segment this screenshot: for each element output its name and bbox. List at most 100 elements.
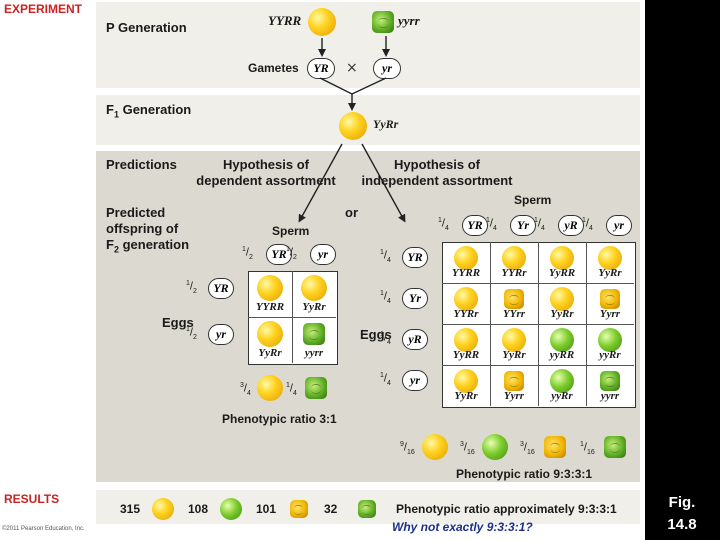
independent-cell-pea-yellow-wrinkled [504,371,524,391]
predictions-title: Predictions [106,157,177,172]
independent-egg-gamete: yR [402,329,428,350]
hyp-dependent-line2: dependent assortment [196,173,336,189]
independent-cell-genotype: Yyrr [588,308,632,320]
dependent-egg-fraction: 1/2 [186,326,197,341]
independent-cell-genotype: YyRr [540,308,584,320]
results-count: 315 [120,502,140,516]
independent-sperm-fraction: 1/4 [534,217,545,232]
fraction-denominator: 4 [589,225,593,232]
results-pea-yellow-wrinkled [290,500,308,518]
independent-cell-pea-green-wrinkled [600,371,620,391]
fraction-denominator: 4 [387,338,391,345]
dependent-egg-gamete: YR [208,278,234,299]
predicted-line2: offspring of [106,221,189,237]
fraction-denominator: 4 [387,379,391,386]
independent-sperm-gamete: yR [558,215,584,236]
independent-sperm-fraction: 1/4 [438,217,449,232]
grid-divider [442,324,634,325]
dependent-cell-genotype: YYRR [248,301,292,313]
dependent-sperm-gamete: yr [310,244,336,265]
independent-summary-pea-green-round [482,434,508,460]
independent-sperm-fraction: 1/4 [486,217,497,232]
predicted-offspring-label: Predicted offspring of F2 generation [106,205,189,258]
dependent-egg-gamete: yr [208,324,234,345]
independent-summary-fraction: 1/16 [580,441,595,456]
independent-cell-genotype: yyRr [540,390,584,402]
fraction-denominator: 4 [247,390,251,397]
grid-divider [586,242,587,406]
predicted-line3-rest: generation [119,237,189,252]
results-count: 32 [324,502,337,516]
results-question: Why not exactly 9:3:3:1? [392,520,533,534]
fraction-denominator: 2 [293,254,297,261]
independent-cell-genotype: YyRR [540,267,584,279]
dependent-sperm-fraction: 1/2 [286,246,297,261]
independent-cell-genotype: YYRr [492,267,536,279]
independent-egg-fraction: 1/4 [380,290,391,305]
results-pea-yellow-round [152,498,174,520]
results-ratio-text: Phenotypic ratio approximately 9:3:3:1 [396,502,617,516]
dependent-egg-fraction: 1/2 [186,280,197,295]
hyp-independent-line1: Hypothesis of [358,157,516,173]
independent-cell-genotype: YYrr [492,308,536,320]
results-pea-green-round [220,498,242,520]
fraction-denominator: 16 [587,449,595,456]
fraction-denominator: 4 [387,297,391,304]
grid-divider [248,317,336,318]
independent-cell-genotype: YYRR [444,267,488,279]
independent-cell-genotype: YyRr [588,267,632,279]
independent-cell-genotype: YyRr [492,349,536,361]
dependent-sperm-fraction: 1/2 [242,246,253,261]
results-count: 101 [256,502,276,516]
gamete-join-lines [320,78,386,94]
dependent-cell-pea-yellow-round [257,321,283,347]
independent-cell-genotype: yyrr [588,390,632,402]
dependent-summary-fraction: 1/4 [286,382,297,397]
dependent-cell-pea-yellow-round [257,275,283,301]
independent-cell-genotype: YyRR [444,349,488,361]
dependent-summary-pea-green-wrinkled [305,377,326,398]
dependent-sperm-label: Sperm [272,224,309,238]
independent-cell-genotype: yyRR [540,349,584,361]
grid-divider [442,365,634,366]
independent-summary-fraction: 3/16 [520,441,535,456]
independent-egg-fraction: 1/4 [380,249,391,264]
hypothesis-dependent: Hypothesis of dependent assortment [196,157,336,189]
independent-egg-gamete: YR [402,247,428,268]
dependent-cell-genotype: yyrr [292,347,336,359]
or-label: or [345,205,358,220]
independent-egg-gamete: yr [402,370,428,391]
fraction-denominator: 4 [293,390,297,397]
fraction-denominator: 2 [193,334,197,341]
fraction-denominator: 4 [387,256,391,263]
dependent-cell-pea-yellow-round [301,275,327,301]
fraction-denominator: 4 [541,225,545,232]
fraction-denominator: 4 [493,225,497,232]
fraction-denominator: 16 [467,449,475,456]
fraction-denominator: 16 [407,449,415,456]
fraction-denominator: 2 [249,254,253,261]
predicted-line3: F2 generation [106,237,189,258]
fraction-denominator: 4 [445,225,449,232]
independent-sperm-gamete: Yr [510,215,536,236]
independent-cell-genotype: Yyrr [492,390,536,402]
predicted-line1: Predicted [106,205,189,221]
independent-cell-pea-yellow-wrinkled [600,289,620,309]
independent-cell-pea-yellow-wrinkled [504,289,524,309]
independent-cell-genotype: YyRr [444,390,488,402]
dependent-cell-genotype: YyRr [292,301,336,313]
independent-egg-gamete: Yr [402,288,428,309]
results-pea-green-wrinkled [358,500,376,518]
predicted-line3-main: F [106,237,114,252]
dependent-summary-pea-yellow-round [257,375,283,401]
dependent-ratio-text: Phenotypic ratio 3:1 [222,412,337,426]
hyp-dependent-line1: Hypothesis of [196,157,336,173]
independent-cell-genotype: yyRr [588,349,632,361]
independent-summary-pea-green-wrinkled [604,436,625,457]
fraction-denominator: 16 [527,449,535,456]
dependent-cell-genotype: YyRr [248,347,292,359]
dependent-summary-fraction: 3/4 [240,382,251,397]
independent-sperm-gamete: yr [606,215,632,236]
independent-egg-fraction: 1/4 [380,372,391,387]
independent-summary-pea-yellow-round [422,434,448,460]
